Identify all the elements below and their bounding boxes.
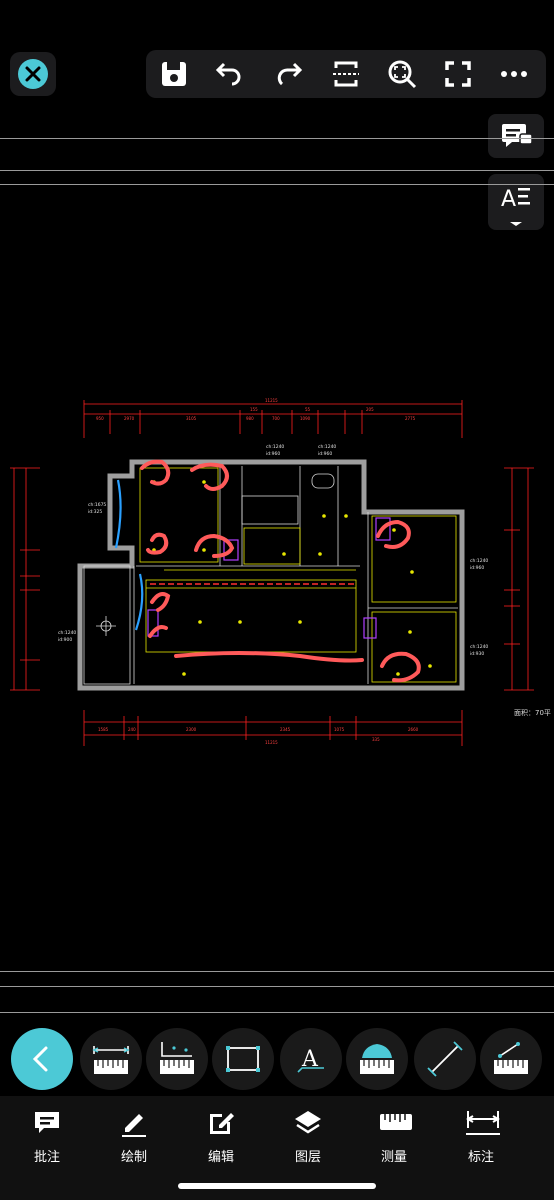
svg-text:A: A — [301, 1047, 319, 1072]
tab-label: 编辑 — [207, 1150, 234, 1165]
close-icon — [18, 59, 48, 89]
sheet-border-line — [0, 971, 554, 972]
sheet-border-line — [0, 170, 554, 171]
text-tool[interactable]: A — [280, 1028, 342, 1090]
dim-label: 1075 — [334, 727, 345, 732]
dim-label: 335 — [372, 737, 380, 742]
room-label: ch:1675 — [88, 502, 106, 508]
text-icon: A — [297, 1047, 324, 1073]
edit-icon — [210, 1113, 234, 1134]
tab-dimension[interactable]: 标注 — [446, 1106, 516, 1166]
dim-label: 1090 — [300, 416, 311, 421]
room-label: ch:1240 — [266, 444, 284, 450]
bottom-tab-bar — [0, 1096, 554, 1200]
text-style-icon: A — [501, 187, 530, 226]
dimension-ruler-icon — [92, 1046, 130, 1074]
dim-label: 3105 — [186, 416, 197, 421]
fullscreen-icon[interactable] — [442, 58, 474, 90]
room-label: ch:1240 — [470, 644, 488, 650]
dimension-ruler-tool[interactable] — [80, 1028, 142, 1090]
tab-annotate[interactable]: 批注 — [12, 1106, 82, 1166]
dim-label: 2660 — [408, 727, 419, 732]
dim-label: 950 — [96, 416, 104, 421]
area-icon — [360, 1044, 394, 1074]
rectangle-tool[interactable] — [212, 1028, 274, 1090]
length-measure-icon — [427, 1041, 463, 1077]
save-icon[interactable] — [158, 58, 190, 90]
dim-label: 2300 — [186, 727, 197, 732]
split-view-icon[interactable] — [330, 58, 362, 90]
room-label: ch:1240 — [58, 630, 76, 636]
undo-icon[interactable] — [212, 58, 244, 90]
dim-label: 1585 — [98, 727, 109, 732]
back-button[interactable] — [11, 1028, 73, 1090]
tab-label: 标注 — [467, 1150, 494, 1165]
sheet-border-line — [0, 986, 554, 987]
more-icon[interactable] — [498, 58, 530, 90]
room-label: id:325 — [88, 509, 102, 515]
room-label: id:960 — [470, 565, 484, 571]
tab-draw[interactable]: 绘制 — [99, 1106, 169, 1166]
room-label: id:960 — [266, 451, 280, 457]
dim-label: 980 — [246, 416, 254, 421]
chevron-left-icon — [32, 1046, 48, 1072]
tab-label: 绘制 — [120, 1150, 147, 1165]
dim-total-top: 11215 — [265, 398, 278, 403]
text-style-button[interactable]: A — [488, 174, 544, 230]
comments-icon — [502, 124, 533, 147]
svg-text:A: A — [501, 187, 516, 212]
freehand-annotation[interactable] — [140, 459, 421, 683]
sheet-border-line — [0, 138, 554, 139]
dim-total-bottom: 11215 — [265, 740, 278, 745]
dim-label: 240 — [128, 727, 136, 732]
tab-label: 测量 — [380, 1150, 407, 1165]
dim-label: 2345 — [280, 727, 291, 732]
room-label: id:930 — [470, 651, 484, 657]
sheet-border-line — [0, 1012, 554, 1013]
comments-button[interactable] — [488, 114, 544, 158]
comment-icon — [35, 1112, 59, 1133]
coordinate-ruler-icon — [160, 1042, 194, 1074]
tab-label: 批注 — [33, 1150, 60, 1165]
length-measure-tool[interactable] — [414, 1028, 476, 1090]
dim-label: 2970 — [124, 416, 135, 421]
sheet-border-line — [0, 184, 554, 185]
floor-plan-canvas[interactable]: 11215 155 55 205 950 2970 3105 980 700 1… — [0, 390, 554, 760]
dim-label: 2775 — [405, 416, 416, 421]
zoom-fit-icon[interactable] — [386, 58, 418, 90]
dimension-icon — [466, 1111, 500, 1135]
close-button[interactable] — [10, 52, 56, 96]
slope-measure-tool[interactable] — [480, 1028, 542, 1090]
area-tool[interactable] — [346, 1028, 408, 1090]
dim-label: 55 — [305, 407, 311, 412]
dim-label: 205 — [366, 407, 374, 412]
tab-measure[interactable]: 测量 — [359, 1106, 429, 1166]
room-label: id:900 — [58, 637, 72, 643]
dim-label: 700 — [272, 416, 280, 421]
room-label: ch:1240 — [470, 558, 488, 564]
room-label: id:960 — [318, 451, 332, 457]
layers-icon — [295, 1111, 321, 1134]
ruler-icon — [380, 1114, 412, 1130]
area-label: 面积：70平 — [514, 709, 551, 717]
coordinate-ruler-tool[interactable] — [146, 1028, 208, 1090]
redo-icon[interactable] — [274, 58, 306, 90]
room-label: ch:1240 — [318, 444, 336, 450]
home-indicator — [178, 1183, 376, 1189]
top-toolbar — [146, 50, 546, 98]
rectangle-icon — [226, 1046, 260, 1072]
slope-measure-icon — [494, 1042, 528, 1074]
tab-edit[interactable]: 编辑 — [186, 1106, 256, 1166]
tab-layers[interactable]: 图层 — [273, 1106, 343, 1166]
pencil-icon — [122, 1114, 146, 1137]
dim-label: 155 — [250, 407, 258, 412]
tab-label: 图层 — [294, 1150, 321, 1165]
